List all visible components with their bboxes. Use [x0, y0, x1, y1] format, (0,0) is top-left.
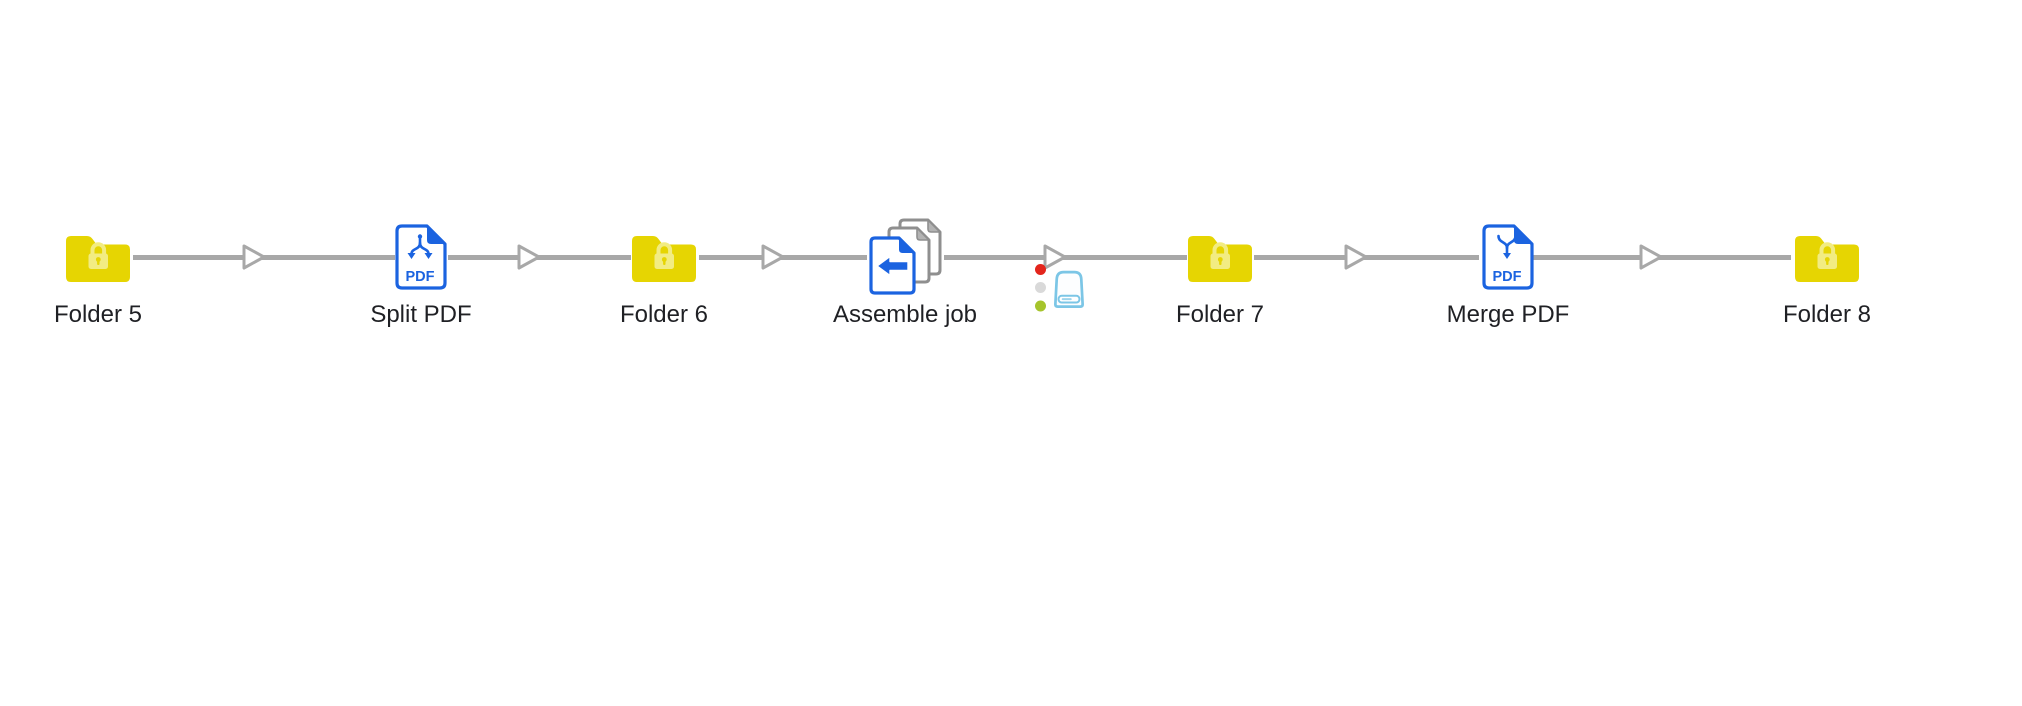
- arrowhead-icon: [517, 244, 541, 270]
- node-merge-pdf[interactable]: PDF Merge PDF: [1428, 221, 1588, 329]
- arrowhead-icon: [1344, 244, 1368, 270]
- node-label: Assemble job: [832, 301, 978, 328]
- pdf-split-icon: PDF: [395, 224, 447, 290]
- node-label: Folder 5: [53, 301, 143, 328]
- traffic-green-dot: [1035, 300, 1046, 312]
- node-folder-6[interactable]: Folder 6: [584, 221, 744, 329]
- node-folder-8[interactable]: Folder 8: [1747, 221, 1907, 329]
- arrowhead-icon: [1043, 244, 1067, 270]
- traffic-red-dot: [1035, 264, 1046, 275]
- assemble-documents-icon: [869, 218, 942, 295]
- node-folder-5[interactable]: Folder 5: [18, 221, 178, 329]
- node-label: Folder 6: [619, 301, 709, 328]
- node-folder-7[interactable]: Folder 7: [1140, 221, 1300, 329]
- traffic-light-icon[interactable]: [1033, 262, 1048, 312]
- locked-folder-icon: [1188, 236, 1252, 282]
- locked-folder-icon: [632, 236, 696, 282]
- locked-folder-icon: [1795, 236, 1859, 282]
- traffic-off-dot: [1035, 282, 1046, 293]
- svg-text:PDF: PDF: [406, 269, 435, 285]
- connection-state-indicator[interactable]: [1033, 262, 1089, 312]
- node-label: Split PDF: [370, 301, 472, 328]
- drive-icon: [1054, 270, 1084, 308]
- arrowhead-icon: [1639, 244, 1663, 270]
- node-split-pdf[interactable]: PDF Split PDF: [341, 221, 501, 329]
- svg-text:PDF: PDF: [1493, 269, 1522, 285]
- arrowhead-icon: [242, 244, 266, 270]
- arrowhead-icon: [761, 244, 785, 270]
- pdf-merge-icon: PDF: [1482, 224, 1534, 290]
- node-label: Merge PDF: [1446, 301, 1570, 328]
- locked-folder-icon: [66, 236, 130, 282]
- node-assemble-job[interactable]: Assemble job: [825, 218, 985, 329]
- node-label: Folder 8: [1782, 301, 1872, 328]
- node-label: Folder 7: [1175, 301, 1265, 328]
